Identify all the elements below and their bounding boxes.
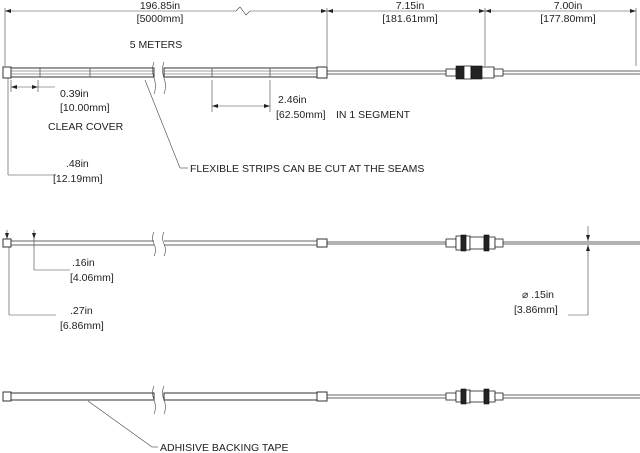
overall-length-dimension: 196.85in [5000mm] [4, 0, 637, 66]
cable-diameter-dimension: ⌀ .15in [3.86mm] [514, 226, 590, 316]
cable-dia-in: ⌀ .15in [522, 289, 554, 301]
profile-height-mm: [6.86mm] [60, 320, 104, 332]
lead-a-dimension: 7.15in [181.61mm] [327, 0, 485, 25]
total-length-mm: [5000mm] [137, 13, 184, 25]
lead-b-dimension: 7.00in [177.80mm] [485, 0, 636, 25]
clear-cover-label: CLEAR COVER [48, 121, 124, 133]
overall-height-in: .48in [66, 158, 89, 170]
strip-thickness-in: .16in [72, 257, 95, 269]
lead-a-mm: [181.61mm] [382, 13, 438, 25]
overall-height-mm: [12.19mm] [53, 173, 103, 185]
segment-in: 2.46in [278, 94, 307, 106]
strip-side-view [2, 231, 640, 257]
strip-thickness-mm: [4.06mm] [70, 272, 114, 284]
strip-thickness-dimension: .16in [4.06mm] [5, 230, 114, 284]
strip-top-view [2, 61, 640, 95]
strip-bottom-view [2, 385, 640, 415]
cut-note-text: FLEXIBLE STRIPS CAN BE CUT AT THE SEAMS [190, 163, 424, 175]
segment-mm: [62.50mm] [276, 109, 326, 121]
total-length-in: 196.85in [140, 0, 180, 12]
overall-height-dimension: .48in [12.19mm] [7, 78, 103, 185]
meters-label: 5 METERS [130, 39, 183, 51]
segment-dimension: 2.46in [62.50mm] IN 1 SEGMENT [211, 80, 411, 121]
cover-height-in: 0.39in [60, 88, 89, 100]
lead-a-in: 7.15in [396, 0, 425, 12]
tape-label: ADHISIVE BACKING TAPE [160, 442, 289, 453]
cable-dia-mm: [3.86mm] [514, 304, 558, 316]
cover-height-mm: [10.00mm] [60, 102, 110, 114]
connector-bottom [445, 388, 504, 405]
connector-top [445, 65, 504, 80]
profile-height-in: .27in [70, 305, 93, 317]
adhesive-tape-note: ADHISIVE BACKING TAPE [87, 400, 289, 453]
lead-b-in: 7.00in [554, 0, 583, 12]
connector-side [445, 234, 504, 252]
cut-note: FLEXIBLE STRIPS CAN BE CUT AT THE SEAMS [144, 79, 424, 175]
profile-height-dimension: .27in [6.86mm] [8, 247, 104, 332]
segment-suffix: IN 1 SEGMENT [336, 109, 411, 121]
lead-b-mm: [177.80mm] [540, 13, 596, 25]
clear-cover-dimension: 0.39in [10.00mm] CLEAR COVER [10, 80, 124, 133]
